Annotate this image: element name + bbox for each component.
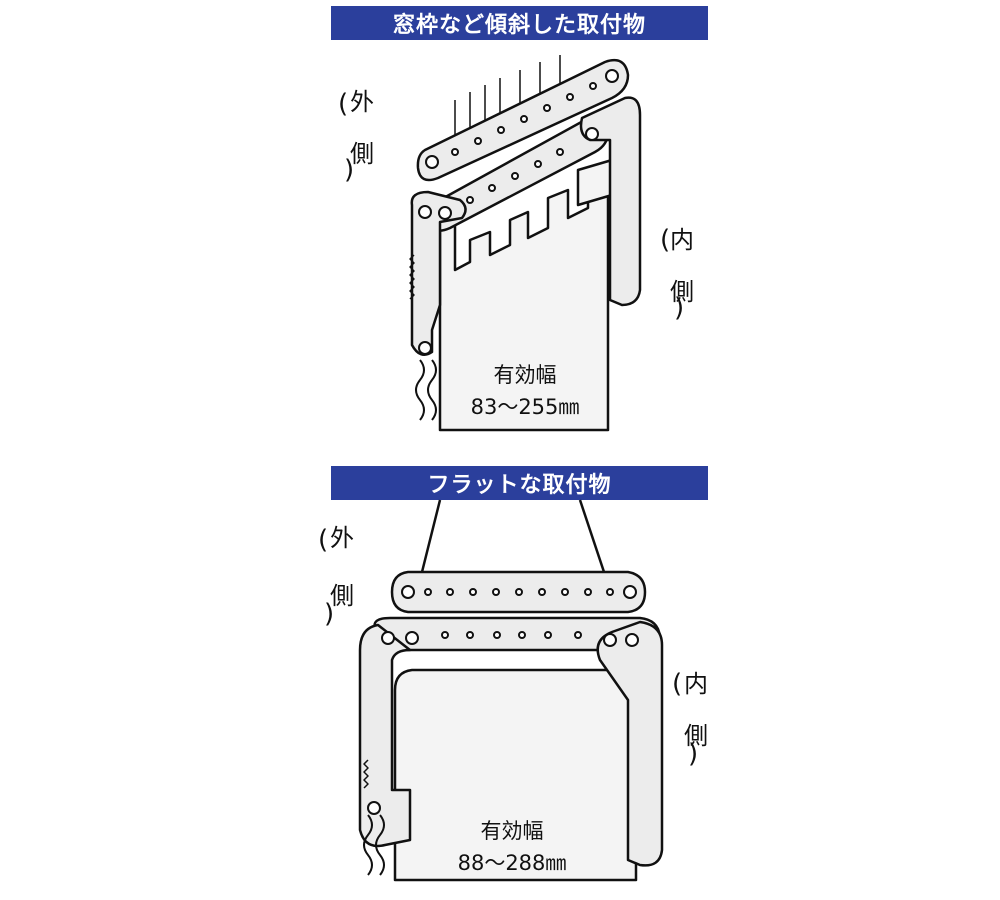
diagram-2-width-range: 88〜288㎜ bbox=[458, 851, 567, 875]
svg-text:(: ( bbox=[672, 669, 682, 699]
diagram-2-outside-label: ( 外 側 ) bbox=[318, 524, 354, 629]
diagram-2-title-banner: フラットな取付物 bbox=[331, 466, 708, 500]
diagram-2-right-clamp-arm bbox=[596, 620, 664, 867]
diagram-1-inside-char-1: 内 bbox=[670, 226, 694, 254]
diagram-2-bar-holes bbox=[367, 585, 639, 815]
diagram-1-bar-holes bbox=[418, 69, 619, 355]
svg-text:(: ( bbox=[318, 525, 328, 555]
diagram-1-width-label: 有効幅 bbox=[494, 363, 557, 387]
diagram-2-tension-cable bbox=[363, 759, 369, 789]
svg-text:(: ( bbox=[338, 89, 348, 119]
diagram-1-outside-label: ( 外 側 ) bbox=[338, 88, 374, 185]
svg-text:): ) bbox=[688, 739, 698, 769]
diagram-2-strap-right bbox=[578, 499, 606, 573]
diagram-2-rope bbox=[363, 814, 385, 876]
diagram-1-tension-cable bbox=[409, 254, 415, 300]
diagram-2-flat-sill bbox=[393, 668, 638, 882]
diagram-1-right-clamp-arm bbox=[579, 96, 642, 307]
diagram-2-inside-label: ( 内 側 ) bbox=[672, 669, 708, 769]
svg-text:): ) bbox=[674, 293, 684, 323]
diagram-1-serrated-face bbox=[607, 204, 614, 266]
diagram-2-outside-char-2: 側 bbox=[330, 582, 354, 610]
diagram-1-outside-char-2: 側 bbox=[350, 140, 374, 168]
diagram-2-inside-char-1: 内 bbox=[684, 670, 708, 698]
svg-text:(: ( bbox=[660, 225, 670, 255]
diagram-1-inside-label: ( 内 側 ) bbox=[660, 225, 694, 323]
diagram-1-title-banner: 窓枠など傾斜した取付物 bbox=[331, 6, 708, 40]
diagram-1-rope bbox=[415, 359, 437, 421]
diagram-2-illustration bbox=[358, 499, 664, 882]
svg-text:): ) bbox=[324, 599, 334, 629]
diagram-2-inside-char-2: 側 bbox=[684, 722, 708, 750]
diagram-1-width-range: 83〜255㎜ bbox=[471, 395, 580, 419]
diagram-1-inside-char-2: 側 bbox=[670, 278, 694, 306]
diagram-2-strap-left bbox=[420, 499, 442, 573]
diagram-2-outside-char-1: 外 bbox=[330, 524, 354, 552]
diagram-2-width-label: 有効幅 bbox=[481, 819, 544, 843]
svg-text:): ) bbox=[344, 155, 354, 185]
diagram-1-outside-char-1: 外 bbox=[350, 88, 374, 116]
diagram-1-left-clamp-arm bbox=[410, 190, 467, 357]
